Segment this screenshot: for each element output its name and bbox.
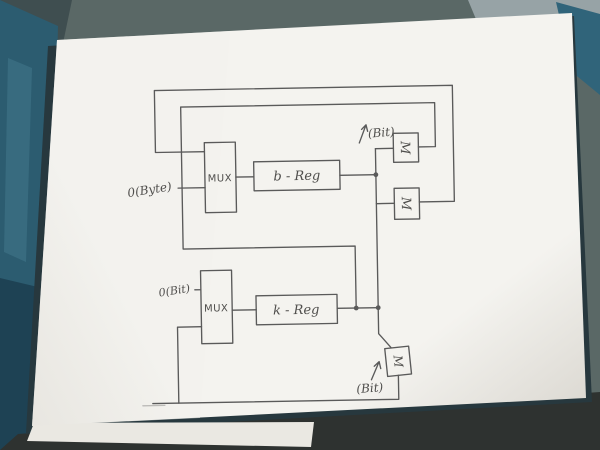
wire-inner-feedback-loop [179,101,437,309]
junction-dot-kreg-left [353,305,359,311]
pencil-diagram: MUX b - Reg M M MUX k - Reg M 0(Byte) 0(… [126,84,456,407]
mux-bottom-block [199,269,234,345]
byte-input-label: 0(Byte) [126,179,172,200]
m-box-mid-label: M [398,196,413,211]
bit-arrow-top-icon [358,124,369,144]
m-box-bottom [384,345,413,378]
under-sheet [27,422,314,447]
handwritten-labels: MUX b - Reg M M MUX k - Reg M 0(Byte) 0(… [126,124,413,396]
m-box-top-label: M [397,140,412,155]
bit-input-label: 0(Bit) [158,282,191,300]
mux-bottom-label: MUX [204,303,229,314]
wire-bottom-loop-horizontal [152,374,400,405]
wires [142,84,456,407]
wire-down-to-m-bottom [377,306,392,349]
k-reg-block [255,293,339,326]
junction-dot-breg [373,172,379,178]
wire-outer-feedback-loop [153,84,456,203]
k-reg-label: k - Reg [273,303,320,319]
annotation-arrows [358,124,382,381]
m-box-bottom-label: M [390,353,405,368]
m-box-top [392,132,420,164]
mux-top-label: MUX [208,173,233,184]
junction-dots [353,172,381,311]
blocks [199,132,421,378]
desk-left-streak [4,58,32,262]
bit-bottom-label: (Bit) [356,380,384,396]
paper-stack [26,13,592,447]
m-box-mid [393,187,421,221]
b-reg-block [252,159,341,192]
wire-bottom-loop-up [176,326,203,404]
wire-breg-output [339,173,377,176]
b-reg-label: b - Reg [273,169,320,185]
mux-top-block [203,141,238,214]
junction-dot-kreg-right [375,305,381,311]
bit-arrow-bottom-icon [370,360,382,381]
bit-top-label: (Bit) [367,124,395,140]
